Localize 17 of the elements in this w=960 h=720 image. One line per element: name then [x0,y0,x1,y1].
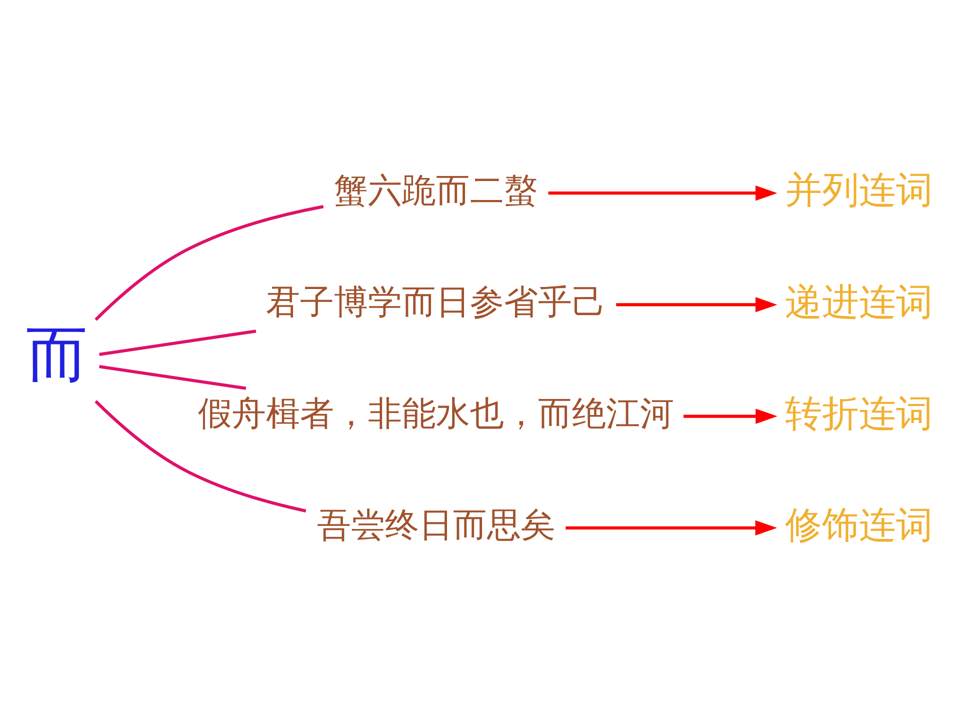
node-text: 而 [26,318,88,390]
connector [94,400,306,512]
arrow [548,185,778,200]
node-text: 并列连词 [784,167,933,212]
connector [94,204,324,320]
connector [99,364,246,390]
node-text: 君子博学而日参省乎己 [266,282,606,322]
arrow [684,408,778,424]
node-text: 假舟楫者，非能水也，而绝江河 [198,393,674,434]
connector [99,329,256,356]
node-text: 修饰连词 [784,502,933,546]
node-text: 递进连词 [784,278,933,323]
arrow [566,520,778,535]
arrow [616,296,778,312]
node-text: 吾尝终日而思矣 [316,505,555,546]
node-text: 转折连词 [784,390,933,434]
node-text: 蟹六跪而二螯 [334,170,538,210]
